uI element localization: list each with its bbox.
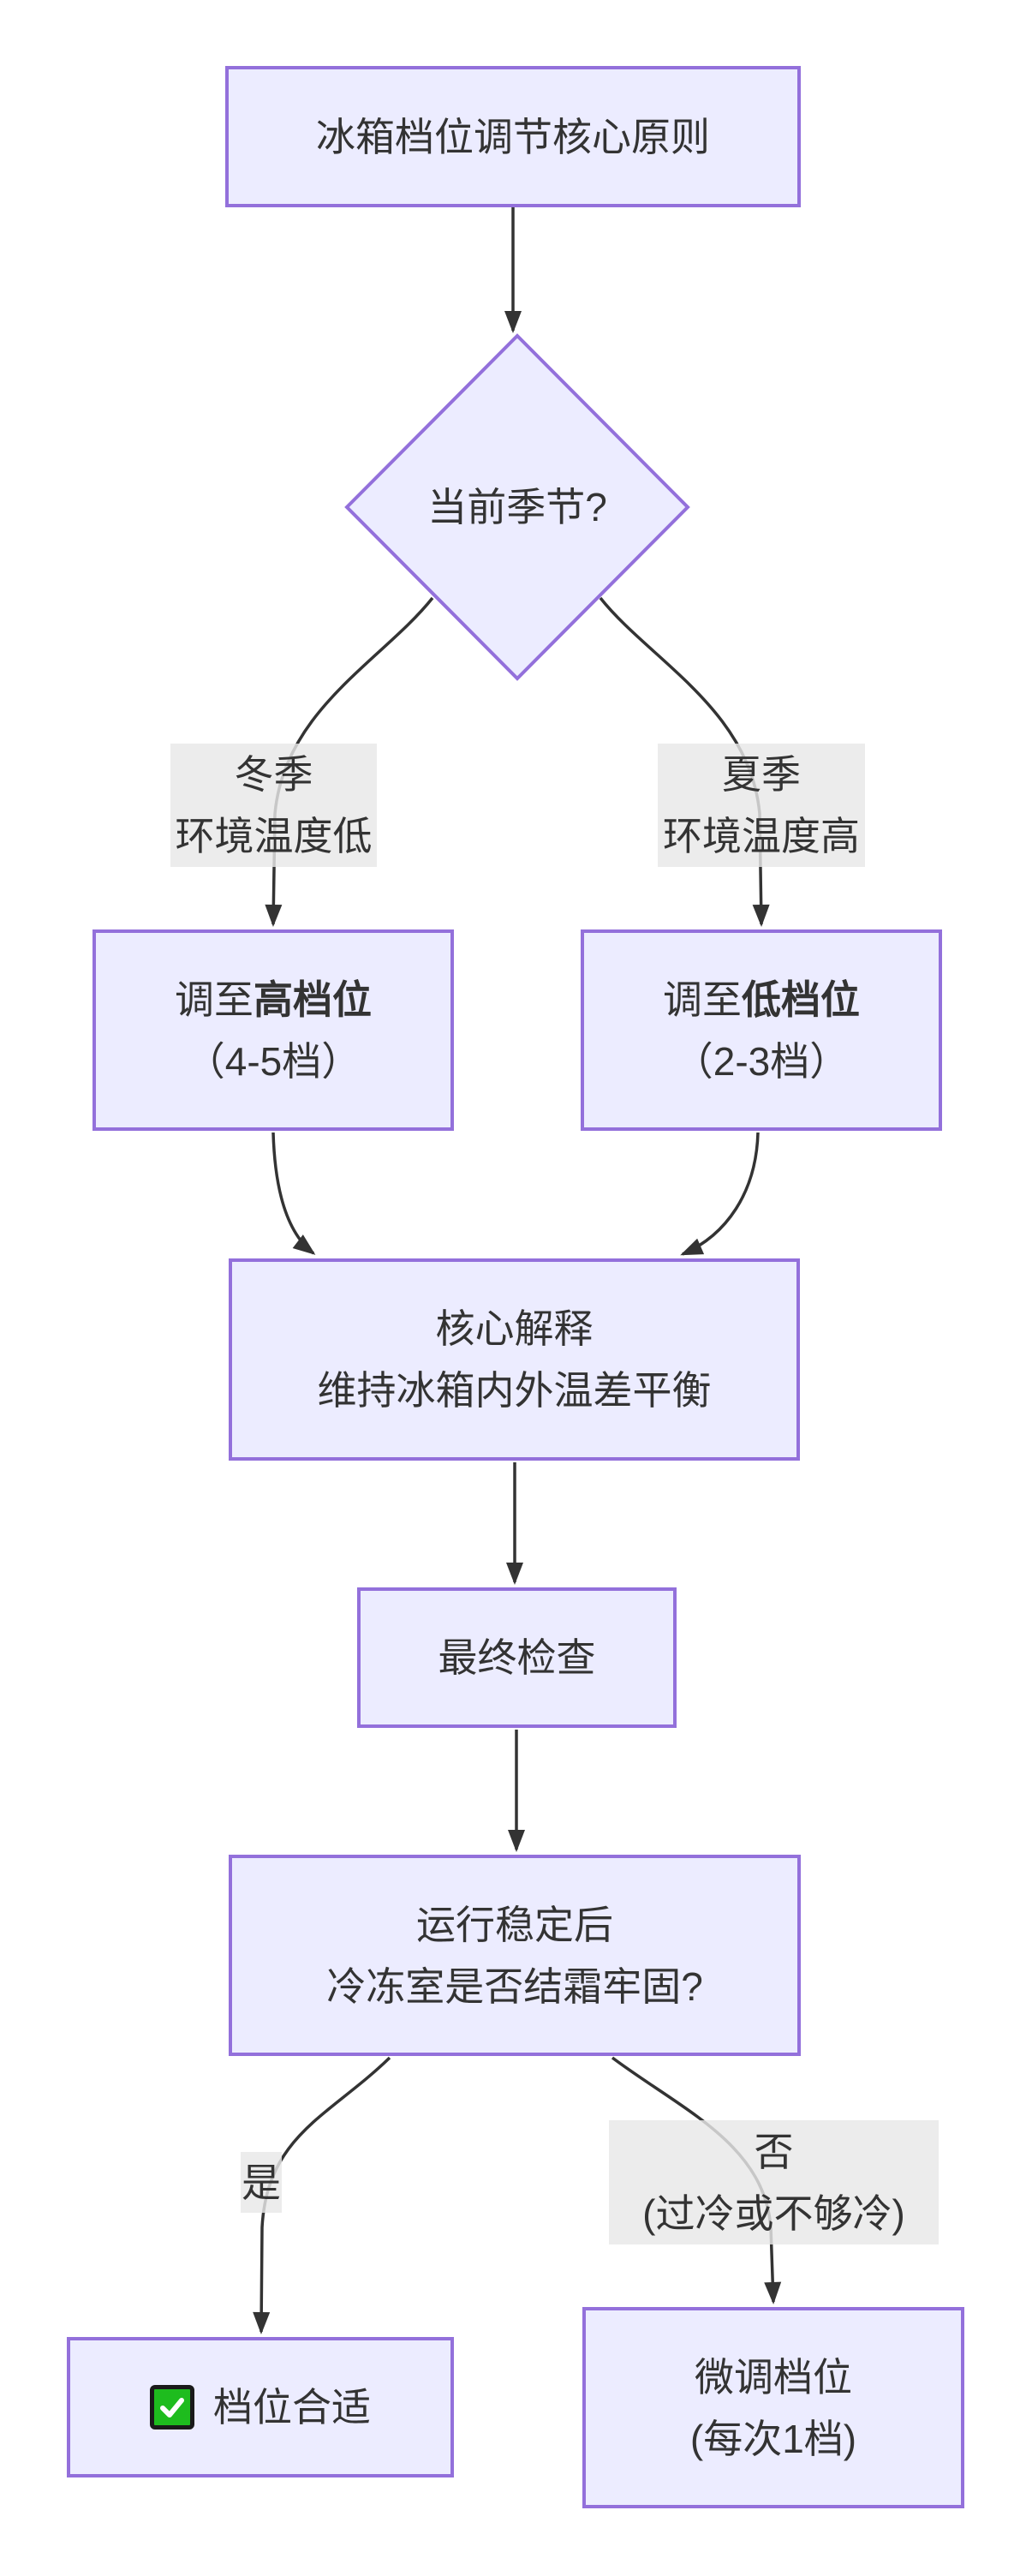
edge-label-summer-line2: 环境温度高 xyxy=(663,814,860,858)
check-icon xyxy=(150,2385,194,2430)
node-title: 冰箱档位调节核心原则 xyxy=(225,66,801,207)
node-high-gear-line1: 调至高档位 xyxy=(175,969,372,1031)
edge-label-summer: 夏季 环境温度高 xyxy=(658,744,865,867)
node-high-gear-line2: （4-5档） xyxy=(185,1038,361,1084)
edge-low-gear-to-explain xyxy=(680,1132,760,1256)
node-adjust-gear: 微调档位 (每次1档) xyxy=(582,2307,964,2508)
node-low-gear: 调至低档位 （2-3档） xyxy=(581,929,942,1131)
node-season-decision-text: 当前季节? xyxy=(427,485,607,529)
node-high-gear: 调至高档位 （4-5档） xyxy=(92,929,454,1131)
node-high-gear-prefix: 调至 xyxy=(175,977,254,1022)
node-explain: 核心解释 维持冰箱内外温差平衡 xyxy=(229,1258,800,1461)
node-title-text: 冰箱档位调节核心原则 xyxy=(316,114,710,159)
node-final-check: 最终检查 xyxy=(357,1587,677,1728)
season-decision-diamond xyxy=(344,333,690,681)
edge-high-gear-to-explain xyxy=(271,1132,316,1255)
node-frost-decision-line2: 冷冻室是否结霜牢固? xyxy=(326,1963,703,2009)
node-low-gear-bold: 低档位 xyxy=(742,977,860,1022)
edge-label-yes: 是 xyxy=(241,2152,282,2213)
node-low-gear-prefix: 调至 xyxy=(663,977,742,1022)
node-adjust-gear-line2: (每次1档) xyxy=(689,2416,857,2461)
node-high-gear-bold: 高档位 xyxy=(254,977,372,1022)
node-explain-line2: 维持冰箱内外温差平衡 xyxy=(317,1368,712,1413)
edge-label-yes-text: 是 xyxy=(242,2160,281,2205)
node-gear-ok-content: 档位合适 xyxy=(150,2376,371,2438)
edge-label-winter-line2: 环境温度低 xyxy=(175,814,373,858)
edge-label-summer-line1: 夏季 xyxy=(722,752,801,797)
edge-label-winter: 冬季 环境温度低 xyxy=(170,744,377,867)
node-frost-decision: 运行稳定后 冷冻室是否结霜牢固? xyxy=(229,1855,801,2056)
edge-label-winter-line1: 冬季 xyxy=(234,752,313,797)
node-gear-ok: 档位合适 xyxy=(67,2337,454,2477)
node-adjust-gear-line1: 微调档位 xyxy=(695,2354,852,2400)
node-final-check-text: 最终检查 xyxy=(438,1635,596,1680)
node-frost-decision-line1: 运行稳定后 xyxy=(416,1902,613,1947)
node-gear-ok-text: 档位合适 xyxy=(213,2385,371,2430)
edge-label-no-line2: (过冷或不够冷) xyxy=(642,2190,905,2236)
edge-label-no-line1: 否 xyxy=(754,2129,794,2174)
edge-label-no: 否 (过冷或不够冷) xyxy=(609,2120,939,2244)
node-explain-line1: 核心解释 xyxy=(435,1306,594,1351)
node-low-gear-line1: 调至低档位 xyxy=(663,969,860,1031)
node-low-gear-line2: （2-3档） xyxy=(673,1038,850,1084)
